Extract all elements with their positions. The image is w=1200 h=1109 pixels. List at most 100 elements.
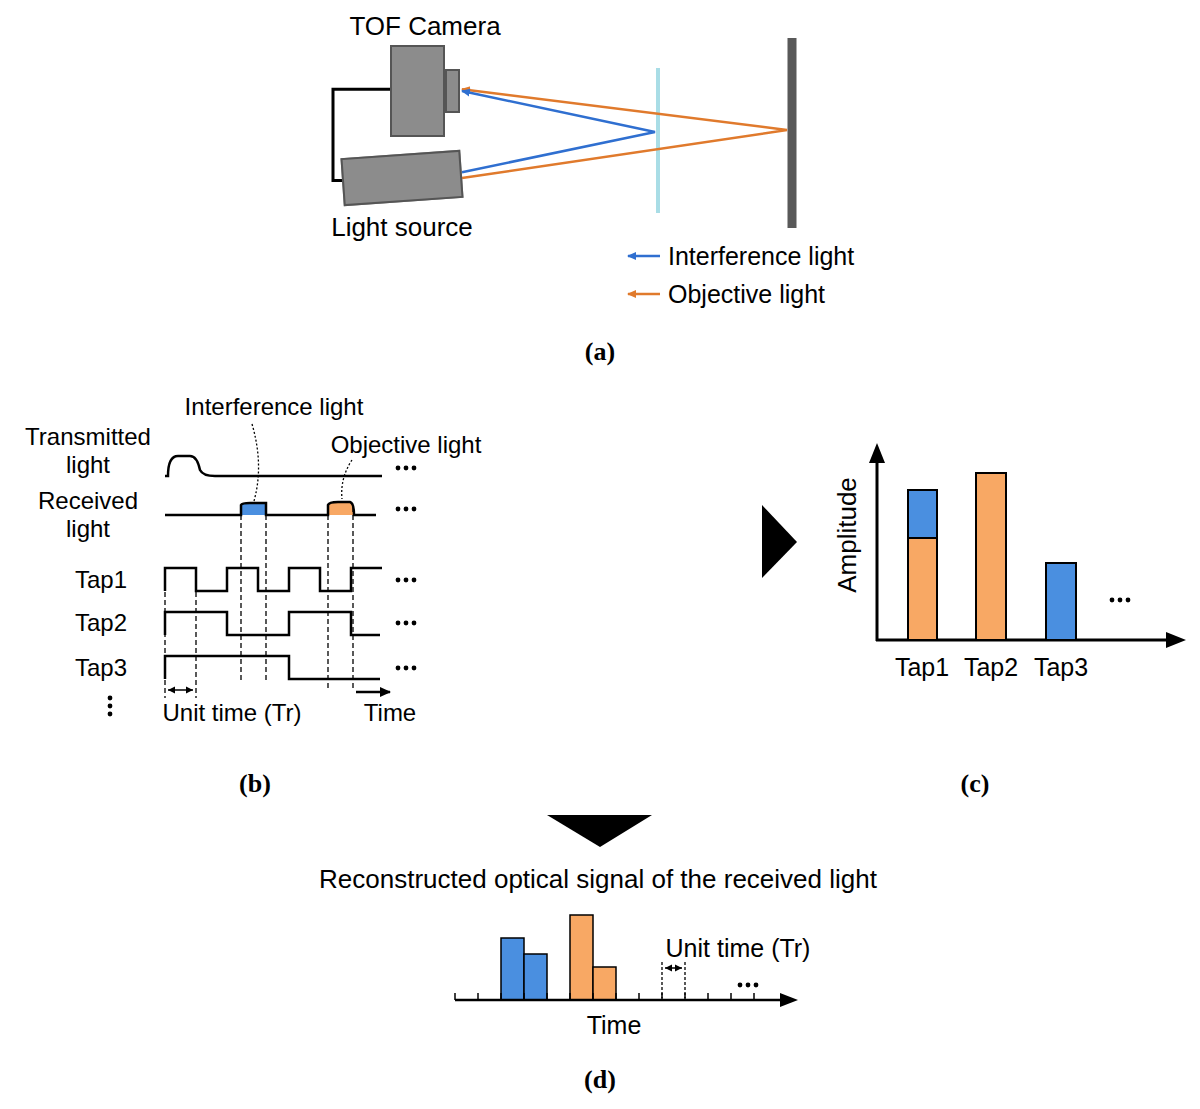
axis-tick — [753, 993, 755, 1000]
dashed-guide — [240, 507, 241, 680]
tap1-waveform — [165, 568, 382, 591]
axis-ticks — [455, 993, 754, 1000]
received-waveform — [165, 502, 376, 515]
dashed-guide — [327, 507, 328, 690]
signal-name: Tap1 — [75, 566, 127, 594]
callout-label: Interference light — [185, 393, 364, 421]
ellipsis-dot — [746, 983, 751, 988]
axis-tick — [615, 993, 617, 1000]
leader-line — [342, 460, 352, 499]
ellipsis-dot — [1118, 598, 1123, 603]
signal-bar — [570, 915, 593, 1000]
camera-body — [390, 45, 445, 137]
axis-arrowhead — [869, 443, 885, 463]
signal-name: Tap2 — [75, 609, 127, 637]
dashed-guide — [352, 507, 353, 690]
flow-triangle — [762, 505, 797, 578]
axis-tick — [569, 993, 571, 1000]
ellipsis-dot — [404, 666, 409, 671]
signal-bar — [593, 967, 616, 1000]
ellipsis-dot — [412, 507, 417, 512]
ellipsis-dot — [404, 466, 409, 471]
axis-label: Time — [587, 1011, 642, 1040]
unit-time-arrow — [168, 689, 193, 691]
axis-tick — [730, 993, 732, 1000]
panel-label: (b) — [239, 769, 271, 799]
camera-node: TOF Camera — [390, 45, 460, 137]
axis-tick — [707, 993, 709, 1000]
ellipsis-dot — [396, 621, 401, 626]
signal-bar — [524, 954, 547, 1000]
axis-arrowhead — [780, 993, 798, 1007]
legend-text: Interference light — [668, 242, 854, 271]
axis-tick — [638, 993, 640, 1000]
y-axis — [876, 460, 879, 641]
axis-tick — [454, 993, 456, 1000]
callout-label: Objective light — [331, 431, 482, 459]
tap2-waveform — [165, 612, 380, 635]
ellipsis-dot — [396, 666, 401, 671]
tap3-waveform — [165, 656, 380, 679]
time-axis — [455, 999, 782, 1002]
bar-objective — [908, 538, 937, 640]
axis-tick-label: Tap3 — [1034, 653, 1088, 682]
dashed-guide — [265, 507, 266, 680]
flow-triangle — [547, 815, 652, 847]
light-source-body — [340, 150, 463, 206]
time-arrow — [356, 691, 390, 694]
dashed-guide — [661, 962, 662, 998]
signal-name: Transmitted light — [13, 423, 163, 478]
panel-label: (d) — [584, 1065, 616, 1095]
panel-label: (c) — [961, 769, 990, 799]
light-ray — [462, 91, 655, 172]
legend-arrow — [628, 255, 660, 258]
ellipsis-dot — [1126, 598, 1131, 603]
ellipsis-dot — [108, 704, 113, 709]
ellipsis-dot — [404, 578, 409, 583]
bar-interference — [1046, 563, 1076, 640]
legend-text: Objective light — [668, 280, 825, 309]
glass-plate — [656, 68, 660, 213]
ellipsis-dot — [404, 621, 409, 626]
unit-time-arrow — [665, 967, 682, 969]
leader-line — [252, 424, 259, 501]
ellipsis-dot — [412, 578, 417, 583]
ellipsis-dot — [754, 983, 759, 988]
signal-name: Tap3 — [75, 654, 127, 682]
caption-text: Reconstructed optical signal of the rece… — [319, 865, 877, 895]
ellipsis-dot — [396, 578, 401, 583]
camera-lens — [445, 69, 460, 113]
axis-tick — [477, 993, 479, 1000]
ellipsis-dot — [108, 712, 113, 717]
signal-name: Received light — [13, 487, 163, 542]
ellipsis-dot — [108, 696, 113, 701]
axis-tick — [546, 993, 548, 1000]
interference-pulse — [241, 503, 266, 515]
node-label: TOF Camera — [349, 11, 500, 42]
axis-tick — [523, 993, 525, 1000]
dashed-guide — [684, 962, 685, 998]
axis-label: Amplitude — [833, 477, 863, 593]
light-ray — [462, 89, 787, 178]
axis-tick-label: Tap2 — [964, 653, 1018, 682]
axis-arrowhead — [1166, 632, 1186, 648]
dashed-guide — [195, 568, 196, 698]
legend-arrow — [628, 293, 660, 296]
ellipsis-dot — [738, 983, 743, 988]
ellipsis-dot — [412, 621, 417, 626]
ellipsis-dot — [412, 466, 417, 471]
ellipsis-dot — [1110, 598, 1115, 603]
transmitted-waveform — [165, 456, 382, 476]
axis-tick-label: Tap1 — [895, 653, 949, 682]
axis-tick — [592, 993, 594, 1000]
axis-label: Time — [364, 699, 416, 727]
light-source-node: Light source — [342, 154, 462, 202]
ellipsis-dot — [396, 466, 401, 471]
dashed-guide — [164, 568, 165, 698]
objective-pulse — [328, 502, 354, 515]
dimension-label: Unit time (Tr) — [666, 934, 811, 963]
axis-tick — [500, 993, 502, 1000]
